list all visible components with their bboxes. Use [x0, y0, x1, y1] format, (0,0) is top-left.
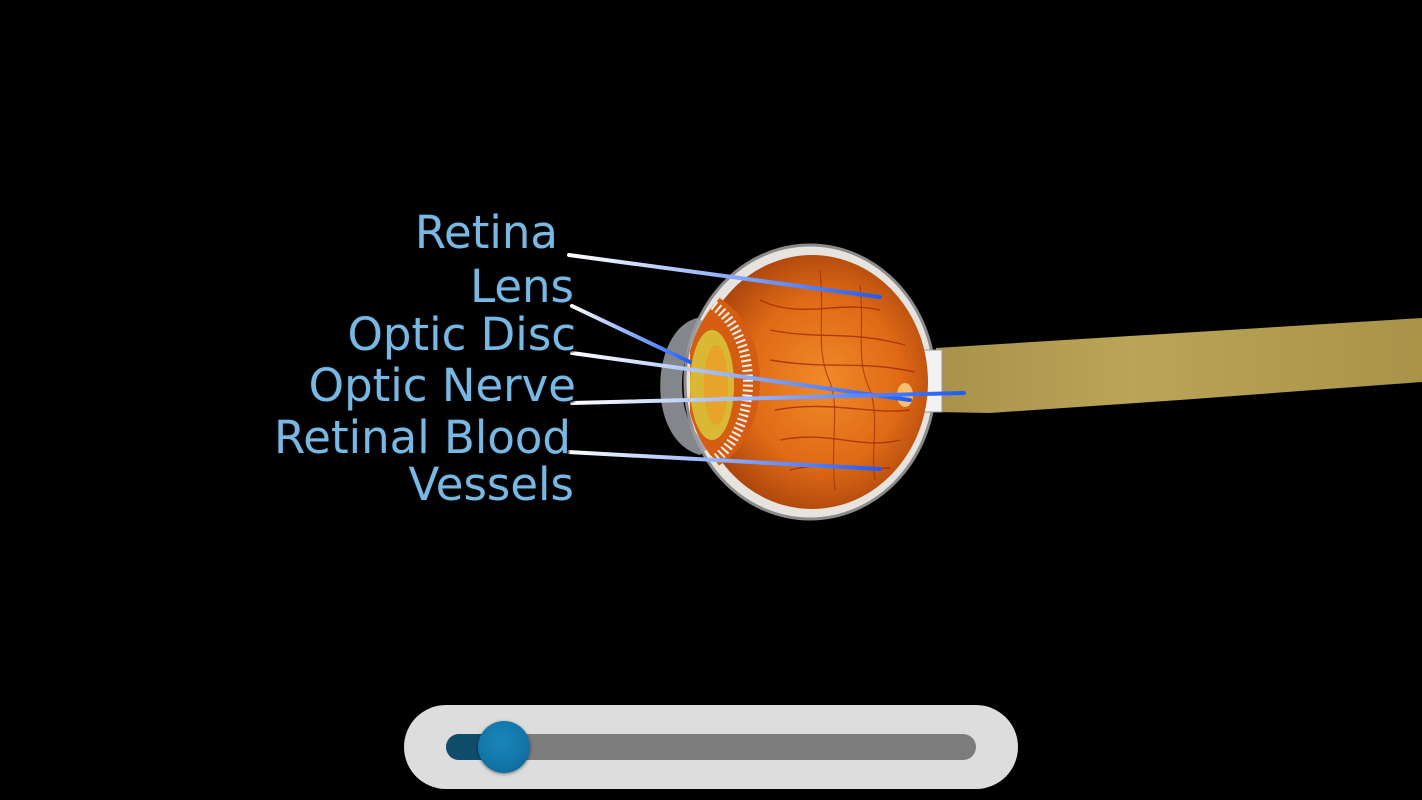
lens-pointer [570, 304, 692, 364]
slider-panel [404, 705, 1018, 789]
vessels-label: Vessels [408, 458, 575, 511]
optic-disc-pointer [570, 351, 912, 402]
slider-track[interactable] [446, 721, 976, 773]
optic-nerve-label: Optic Nerve [308, 359, 576, 412]
eyeball [660, 243, 943, 521]
optic-nerve-shape [936, 318, 1422, 413]
retina-label: Retina [414, 206, 558, 259]
retina-pointer [567, 253, 882, 299]
slider-thumb[interactable] [478, 721, 530, 773]
retinal-vessels-pointer [566, 450, 882, 471]
lens-label: Lens [470, 260, 574, 313]
pointer-lines [566, 253, 966, 471]
retinal-blood-label: Retinal Blood [274, 411, 571, 464]
optic-disc-label: Optic Disc [347, 308, 576, 361]
optic-nerve-pointer [570, 391, 966, 405]
